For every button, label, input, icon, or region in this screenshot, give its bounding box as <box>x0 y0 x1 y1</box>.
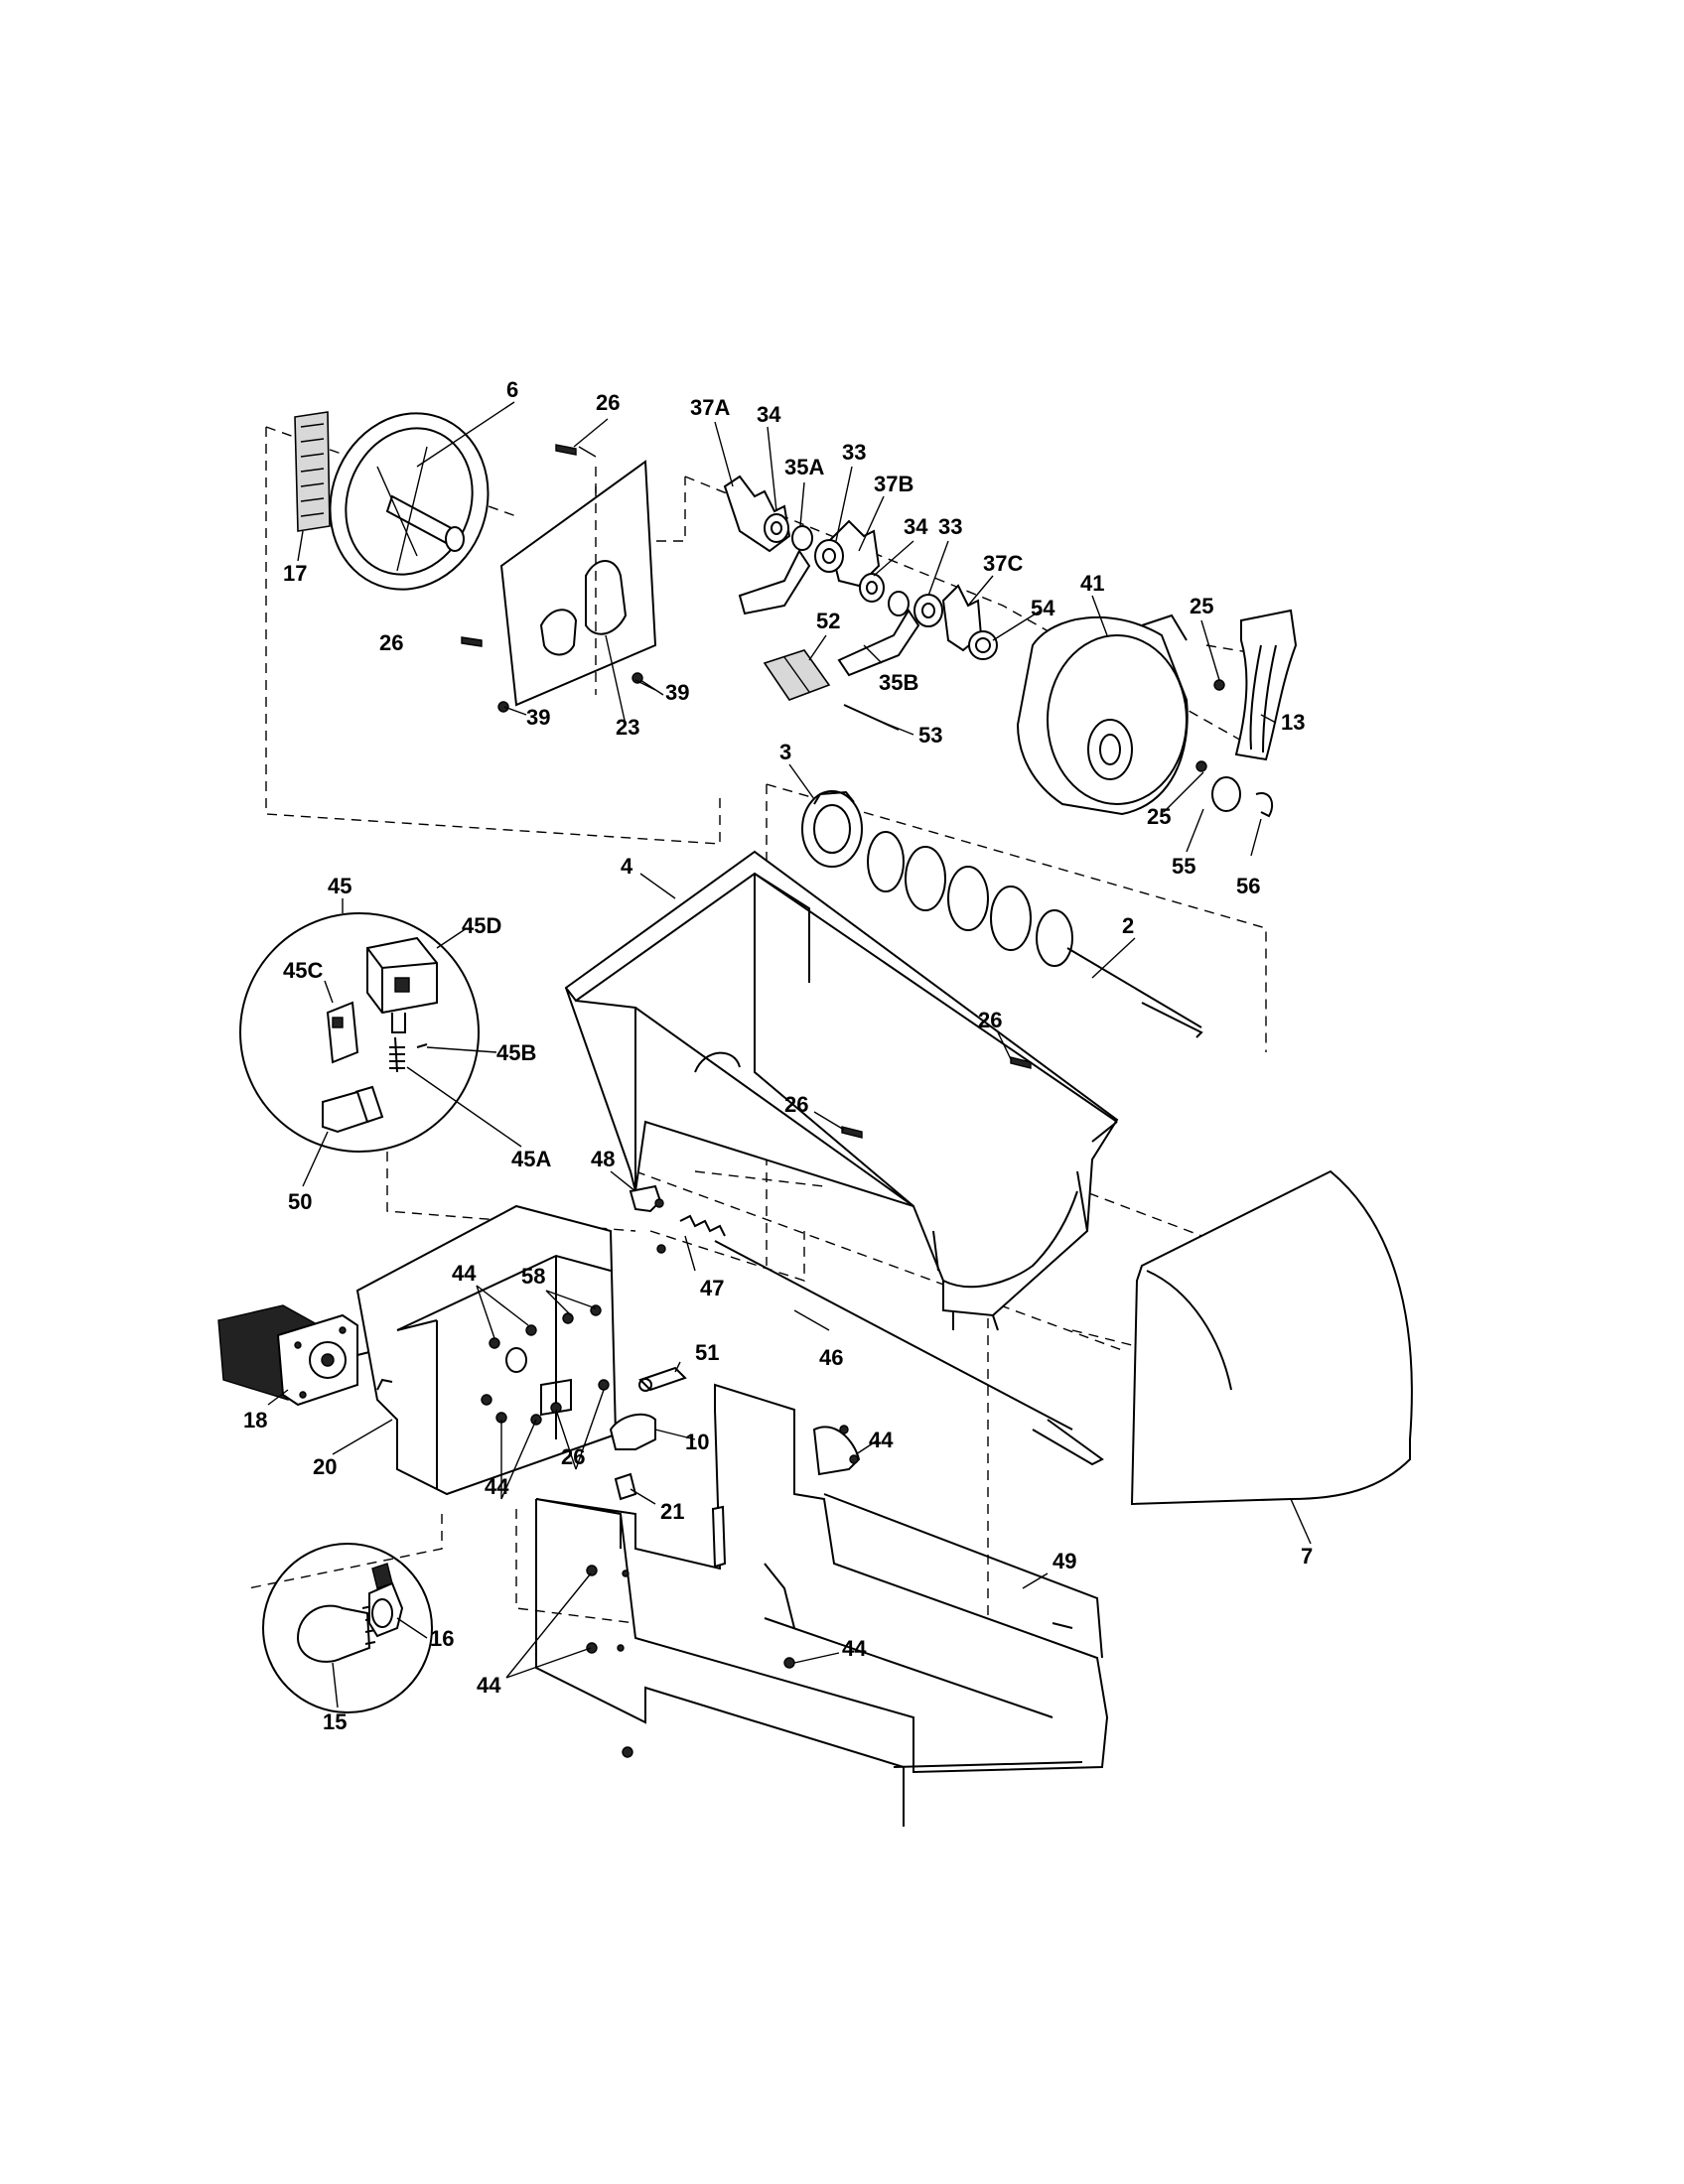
part-7-cover <box>1130 1169 1413 1506</box>
label-23: 23 <box>616 715 639 740</box>
label-44-housing-left: 44 <box>452 1261 477 1286</box>
label-13: 13 <box>1281 710 1305 735</box>
label-21: 21 <box>660 1499 684 1524</box>
label-18: 18 <box>243 1408 267 1433</box>
label-49: 49 <box>1052 1549 1076 1573</box>
label-33-b: 33 <box>938 514 962 539</box>
label-58: 58 <box>521 1264 545 1289</box>
label-53: 53 <box>918 723 942 748</box>
part-51-switch <box>638 1366 687 1392</box>
label-7: 7 <box>1301 1544 1313 1569</box>
part-13-bracket <box>1234 609 1298 761</box>
label-34-a: 34 <box>757 402 781 427</box>
label-44-housing-bottom: 44 <box>485 1474 509 1499</box>
part-10-actuator <box>609 1413 656 1450</box>
part-48-bracket <box>629 1184 664 1213</box>
label-20: 20 <box>313 1454 337 1479</box>
label-52: 52 <box>816 609 840 633</box>
part-23-mounting-plate <box>499 460 657 707</box>
label-4: 4 <box>621 854 633 879</box>
part-49-tray <box>535 1383 1109 1827</box>
label-55: 55 <box>1172 854 1195 879</box>
part-2-auger-spring <box>867 831 1203 1038</box>
bucket-screws <box>841 1056 1032 1139</box>
label-26-housing: 26 <box>561 1444 585 1469</box>
label-15: 15 <box>323 1709 347 1734</box>
label-26-left: 26 <box>379 630 403 655</box>
part-17-grille <box>294 411 331 532</box>
crusher-blade-assembly <box>723 475 998 677</box>
part-52-bushing <box>763 649 831 701</box>
fasteners-right <box>1195 679 1274 818</box>
label-3: 3 <box>779 740 791 764</box>
part-41-housing-cover <box>1016 614 1189 816</box>
label-25-top: 25 <box>1190 594 1213 618</box>
label-45A: 45A <box>511 1147 551 1171</box>
label-46: 46 <box>819 1345 843 1370</box>
label-41: 41 <box>1080 571 1104 596</box>
part-15-16-lamp-inset <box>262 1543 433 1713</box>
part-3-coupler <box>801 790 863 868</box>
label-37B: 37B <box>874 472 913 496</box>
label-44-lower-left: 44 <box>477 1673 501 1698</box>
part-20-motor-housing <box>355 1204 618 1496</box>
label-26-bucket-left: 26 <box>784 1092 808 1117</box>
part-46-rod <box>714 1240 1104 1466</box>
label-48: 48 <box>591 1147 615 1171</box>
label-56: 56 <box>1236 874 1260 898</box>
part-6-auger-wheel <box>329 412 490 591</box>
label-39-b: 39 <box>665 680 689 705</box>
label-17: 17 <box>283 561 307 586</box>
label-26-top: 26 <box>596 390 620 415</box>
label-45D: 45D <box>462 913 501 938</box>
label-47: 47 <box>700 1276 724 1300</box>
leader-lines <box>267 401 1312 1708</box>
label-51: 51 <box>695 1340 719 1365</box>
label-44-bracket-right: 44 <box>869 1428 894 1452</box>
part-18-motor <box>217 1304 370 1407</box>
part-47-spring <box>656 1214 726 1254</box>
label-45C: 45C <box>283 958 323 983</box>
part-4-ice-bucket <box>564 850 1119 1331</box>
lower-screws <box>586 1565 795 1758</box>
label-33-a: 33 <box>842 440 866 465</box>
label-45: 45 <box>328 874 351 898</box>
part-45-solenoid-inset <box>239 912 480 1153</box>
label-35A: 35A <box>784 455 824 479</box>
label-35B: 35B <box>879 670 918 695</box>
label-2: 2 <box>1122 913 1134 938</box>
label-10: 10 <box>685 1430 709 1454</box>
label-25-bottom: 25 <box>1147 804 1171 829</box>
label-26-bucket-right: 26 <box>978 1008 1002 1032</box>
label-54: 54 <box>1031 596 1055 620</box>
label-45B: 45B <box>496 1040 536 1065</box>
part-21-clip <box>614 1472 637 1501</box>
label-34-b: 34 <box>904 514 928 539</box>
label-37C: 37C <box>983 551 1023 576</box>
label-16: 16 <box>430 1626 454 1651</box>
label-37A: 37A <box>690 395 730 420</box>
label-39-a: 39 <box>526 705 550 730</box>
label-6: 6 <box>506 377 518 402</box>
label-50: 50 <box>288 1189 312 1214</box>
part-number-labels: 17 6 26 37A 34 35A 33 37B 34 33 37C 41 2… <box>243 377 1313 1734</box>
label-44-tray: 44 <box>842 1636 867 1661</box>
